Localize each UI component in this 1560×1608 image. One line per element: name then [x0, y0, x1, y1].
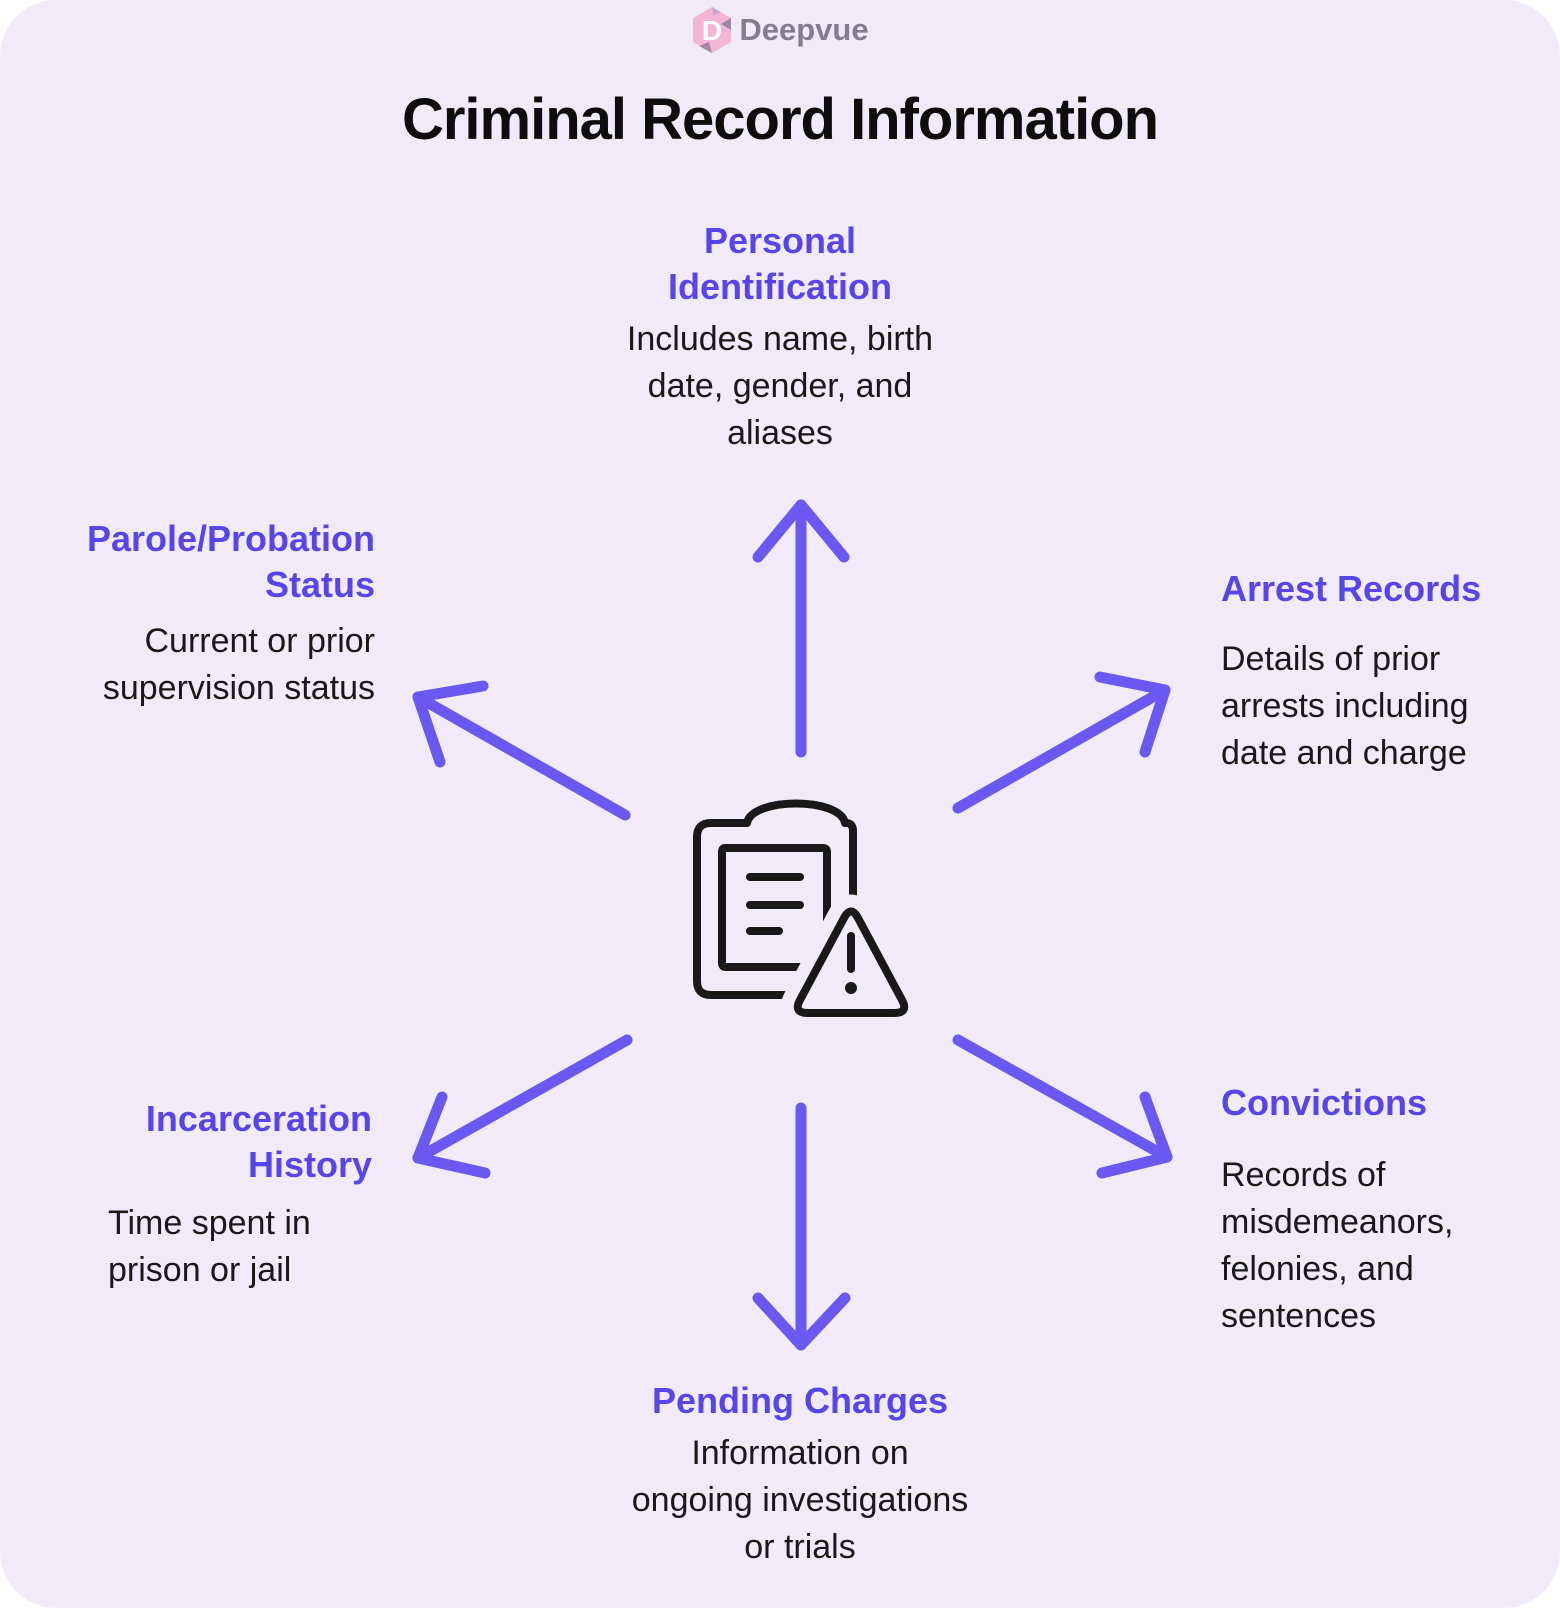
node-heading: Personal Identification: [668, 220, 892, 308]
brand-name: Deepvue: [739, 12, 869, 47]
node-heading: Convictions: [1221, 1082, 1428, 1123]
arrow-personal-identification: [752, 499, 850, 758]
node-parole-probation-status: Parole/Probation Status Current or prior…: [55, 516, 375, 712]
node-personal-identification: Personal Identification Includes name, b…: [530, 218, 1030, 457]
node-description: Information on ongoing investigations or…: [631, 1434, 969, 1566]
node-description: Includes name, birth date, gender, and a…: [626, 320, 934, 452]
deepvue-hexagon-icon: D: [693, 7, 732, 53]
node-heading: Arrest Records: [1221, 568, 1482, 609]
node-arrest-records: Arrest Records Details of prior arrests …: [1221, 566, 1541, 777]
svg-text:D: D: [702, 15, 722, 46]
arrow-pending-charges: [752, 1102, 851, 1351]
node-incarceration-history: Incarceration History Time spent in pris…: [108, 1096, 372, 1294]
node-pending-charges: Pending Charges Information on ongoing i…: [480, 1378, 1120, 1571]
node-description: Time spent in prison or jail: [108, 1204, 311, 1290]
arrow-parole-probation-status: [412, 680, 631, 821]
node-description: Current or prior supervision status: [102, 622, 375, 708]
node-description: Details of prior arrests including date …: [1221, 640, 1469, 772]
clipboard-warning-icon: [693, 799, 922, 1030]
node-heading: Incarceration History: [145, 1098, 372, 1186]
arrow-incarceration-history: [412, 1034, 633, 1179]
node-description: Records of misdemeanors, felonies, and s…: [1221, 1156, 1454, 1335]
brand-logo: D Deepvue: [0, 6, 1560, 54]
node-convictions: Convictions Records of misdemeanors, fel…: [1221, 1080, 1541, 1340]
node-heading: Parole/Probation Status: [86, 518, 375, 606]
node-heading: Pending Charges: [651, 1380, 949, 1421]
page-title: Criminal Record Information: [401, 87, 1159, 152]
arrow-convictions: [952, 1034, 1173, 1179]
arrow-arrest-records: [952, 671, 1171, 814]
